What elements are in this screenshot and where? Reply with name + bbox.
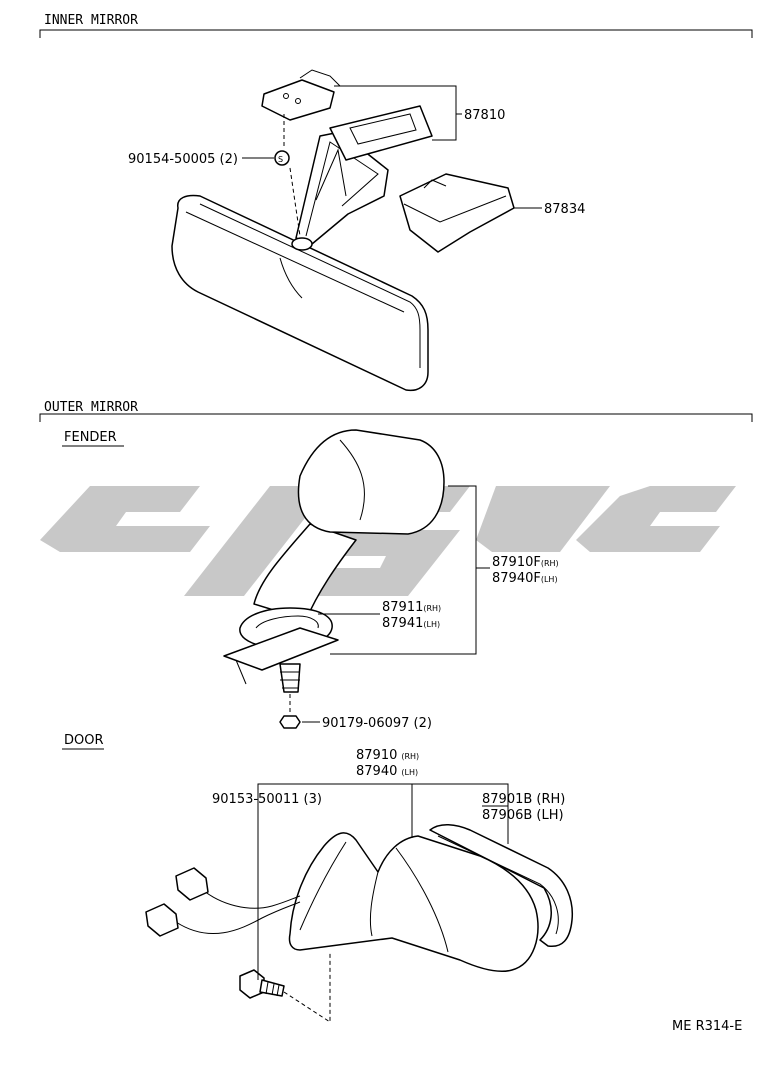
- door-labels: 87910(RH) 87940(LH) 90153-50011 (3) 8790…: [212, 748, 565, 980]
- label-90154-50005: 90154-50005 (2): [128, 152, 238, 167]
- fender-nut: [279, 715, 301, 729]
- inner-mirror-frame: INNER MIRROR: [39, 13, 753, 38]
- door-mirror-harness: [175, 901, 301, 935]
- inner-labels: 87810 90154-50005 (2) 87834: [128, 85, 585, 217]
- label-90179-06097: 90179-06097 (2): [322, 716, 432, 731]
- door-heading: DOOR: [62, 733, 104, 750]
- label-87910F: 87910F(RH): [492, 555, 559, 570]
- fender-labels: 87910F(RH) 87940F(LH) 87911(RH) 87941(LH…: [302, 485, 559, 731]
- mount-plate: [329, 105, 433, 161]
- s-mark-label: S: [278, 155, 283, 164]
- inner-mirror-stay: [295, 131, 389, 245]
- label-87940F: 87940F(LH): [492, 571, 558, 586]
- label-87906B: 87906B (LH): [482, 808, 564, 823]
- label-90153-50011: 90153-50011 (3): [212, 792, 322, 807]
- inner-mirror-cover: [399, 173, 515, 253]
- inner-mirror-assembly: S: [171, 69, 515, 392]
- connector-lower: [145, 903, 179, 937]
- section-outer-mirror: OUTER MIRROR: [44, 400, 138, 415]
- door-mirror-assembly: [145, 824, 574, 1023]
- label-87834: 87834: [544, 202, 585, 217]
- label-87941: 87941(LH): [382, 616, 440, 631]
- section-fender: FENDER: [64, 430, 117, 445]
- diagram-code: ME R314-E: [672, 1019, 742, 1034]
- connector-upper: [175, 867, 209, 901]
- fender-stud: [279, 663, 301, 693]
- label-87940: 87940(LH): [356, 764, 418, 779]
- fender-mount-plate: [223, 627, 339, 671]
- inner-mirror-body: [171, 194, 429, 392]
- fender-mirror-assembly: [223, 429, 445, 729]
- fender-mirror-arm: [253, 523, 357, 621]
- door-mirror-housing: [288, 832, 539, 972]
- clip: [261, 79, 335, 121]
- door-mirror-glass-frame: [429, 824, 574, 948]
- label-87911: 87911(RH): [382, 600, 441, 615]
- outer-mirror-frame: OUTER MIRROR: [39, 400, 753, 422]
- section-inner-mirror: INNER MIRROR: [44, 13, 138, 28]
- fender-mirror-head: [297, 429, 445, 535]
- fender-heading: FENDER: [62, 430, 124, 447]
- label-87810: 87810: [464, 108, 505, 123]
- label-87910: 87910(RH): [356, 748, 419, 763]
- door-mirror-bolt: [239, 969, 265, 999]
- section-door: DOOR: [64, 733, 104, 748]
- label-87901B: 87901B (RH): [482, 792, 565, 807]
